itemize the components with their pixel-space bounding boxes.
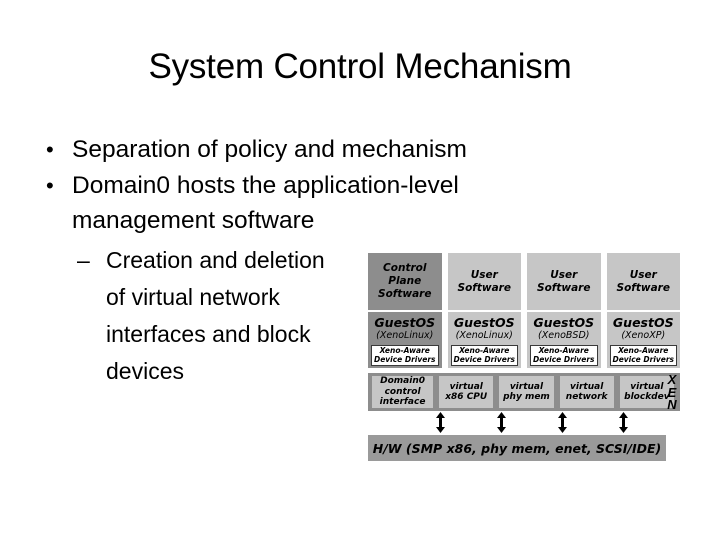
user-software-box: User Software	[447, 253, 521, 310]
virtual-blockdev-box: virtual blockdev	[619, 376, 674, 408]
column-guest-1: User Software	[447, 253, 521, 310]
box-text-line: interface	[379, 397, 426, 408]
guest-os-box: GuestOS (XenoLinux) Xeno-Aware Device Dr…	[447, 312, 521, 368]
xen-architecture-diagram: Control Plane Software User Software Use…	[368, 253, 680, 475]
bullet-text-line: Separation of policy and mechanism	[72, 136, 467, 163]
box-text-line: virtual	[449, 381, 483, 392]
double-arrow-icon	[618, 412, 629, 433]
domain0-control-interface-box: Domain0 control interface	[372, 376, 434, 408]
xen-label-letter: E	[667, 384, 677, 400]
bullet-text-line: interfaces and block	[106, 321, 311, 347]
box-text-line: Domain0	[380, 376, 425, 387]
xen-hypervisor-layer: Domain0 control interface virtual x86 CP…	[368, 373, 680, 411]
page-title: System Control Mechanism	[148, 47, 572, 86]
bullet-text-line: Creation and deletion	[106, 247, 325, 273]
virtual-network-box: virtual network	[559, 376, 614, 408]
box-text-line: virtual	[509, 381, 544, 392]
box-text-line: x86 CPU	[445, 392, 488, 402]
guest-os-box: GuestOS (XenoXP) Xeno-Aware Device Drive…	[606, 312, 680, 368]
double-arrow-icon	[435, 412, 446, 433]
device-drivers-box: Xeno-Aware Device Drivers	[609, 345, 677, 366]
device-drivers-box: Xeno-Aware Device Drivers	[530, 345, 598, 366]
xen-label: X E N	[662, 371, 682, 415]
bullet-list: • Separation of policy and mechanism • D…	[30, 132, 590, 390]
box-text-line: virtual	[630, 381, 664, 392]
guest-os-variant: (XenoXP)	[621, 330, 666, 341]
box-text-line: network	[565, 392, 608, 402]
double-arrow-icon	[557, 412, 568, 433]
guest-os-variant: (XenoLinux)	[455, 330, 513, 341]
box-text-line: Plane	[388, 275, 422, 287]
virtual-cpu-box: virtual x86 CPU	[439, 376, 494, 408]
control-plane-software-box: Control Plane Software	[368, 253, 442, 310]
software-row: Control Plane Software User Software Use…	[368, 253, 680, 310]
drivers-text-line: Xeno-Aware	[459, 346, 510, 355]
drivers-text-line: Device Drivers	[612, 354, 675, 364]
column-guest-1: GuestOS (XenoLinux) Xeno-Aware Device Dr…	[447, 312, 521, 368]
box-text-line: Software	[457, 281, 511, 294]
sub-bullet-marker: –	[77, 247, 90, 273]
list-item: • Separation of policy and mechanism	[30, 132, 590, 167]
column-guest-3: User Software	[606, 253, 680, 310]
box-text-line: Control	[383, 262, 427, 274]
hardware-bar: H/W (SMP x86, phy mem, enet, SCSI/IDE)	[368, 435, 666, 461]
box-text-line: control	[384, 386, 421, 397]
drivers-text-line: Device Drivers	[532, 354, 595, 364]
drivers-text-line: Device Drivers	[453, 354, 516, 364]
box-text-line: Software	[616, 281, 670, 294]
user-software-box: User Software	[527, 253, 601, 310]
column-guest-3: GuestOS (XenoXP) Xeno-Aware Device Drive…	[606, 312, 680, 368]
user-software-box: User Software	[606, 253, 680, 310]
bullet-text-line: Domain0 hosts the application-level	[72, 172, 459, 199]
bullet-marker: •	[46, 137, 54, 162]
drivers-text-line: Xeno-Aware	[379, 346, 430, 355]
guest-os-name: GuestOS	[533, 315, 595, 330]
drivers-text-line: Xeno-Aware	[538, 346, 589, 355]
double-arrow-icon	[496, 412, 507, 433]
box-text-line: Software	[378, 288, 432, 300]
box-text-line: User	[629, 268, 657, 281]
bullet-text-line: of virtual network	[106, 284, 280, 310]
box-text-line: User	[470, 268, 498, 281]
guest-os-row: GuestOS (XenoLinux) Xeno-Aware Device Dr…	[368, 312, 680, 368]
bullet-marker: •	[46, 173, 54, 198]
box-text-line: virtual	[570, 381, 604, 392]
drivers-text-line: Device Drivers	[373, 354, 436, 364]
drivers-text-line: Xeno-Aware	[618, 346, 669, 355]
bullet-text-line: devices	[106, 358, 184, 384]
column-domain0: GuestOS (XenoLinux) Xeno-Aware Device Dr…	[368, 312, 442, 368]
box-text-line: phy mem	[503, 392, 550, 402]
guest-os-name: GuestOS	[453, 315, 515, 330]
arrow-connectors	[368, 411, 680, 435]
device-drivers-box: Xeno-Aware Device Drivers	[371, 345, 439, 366]
device-drivers-box: Xeno-Aware Device Drivers	[450, 345, 518, 366]
list-item: • Domain0 hosts the application-level ma…	[30, 168, 590, 238]
sub-list-item: – Creation and deletion of virtual netwo…	[30, 242, 436, 390]
xen-label-letter: X	[667, 372, 677, 388]
box-text-line: Software	[537, 281, 591, 294]
box-text-line: blockdev	[624, 392, 670, 402]
virtual-phy-mem-box: virtual phy mem	[499, 376, 554, 408]
guest-os-name: GuestOS	[374, 315, 436, 330]
guest-os-name: GuestOS	[612, 315, 674, 330]
xen-label-letter: N	[667, 397, 677, 413]
bullet-text-line: management software	[72, 207, 315, 234]
guest-os-box: GuestOS (XenoLinux) Xeno-Aware Device Dr…	[368, 312, 442, 368]
column-guest-2: User Software	[527, 253, 601, 310]
box-text-line: User	[550, 268, 578, 281]
guest-os-variant: (XenoBSD)	[538, 330, 590, 341]
guest-os-box: GuestOS (XenoBSD) Xeno-Aware Device Driv…	[527, 312, 601, 368]
guest-os-variant: (XenoLinux)	[376, 330, 434, 341]
column-domain0: Control Plane Software	[368, 253, 442, 310]
column-guest-2: GuestOS (XenoBSD) Xeno-Aware Device Driv…	[527, 312, 601, 368]
